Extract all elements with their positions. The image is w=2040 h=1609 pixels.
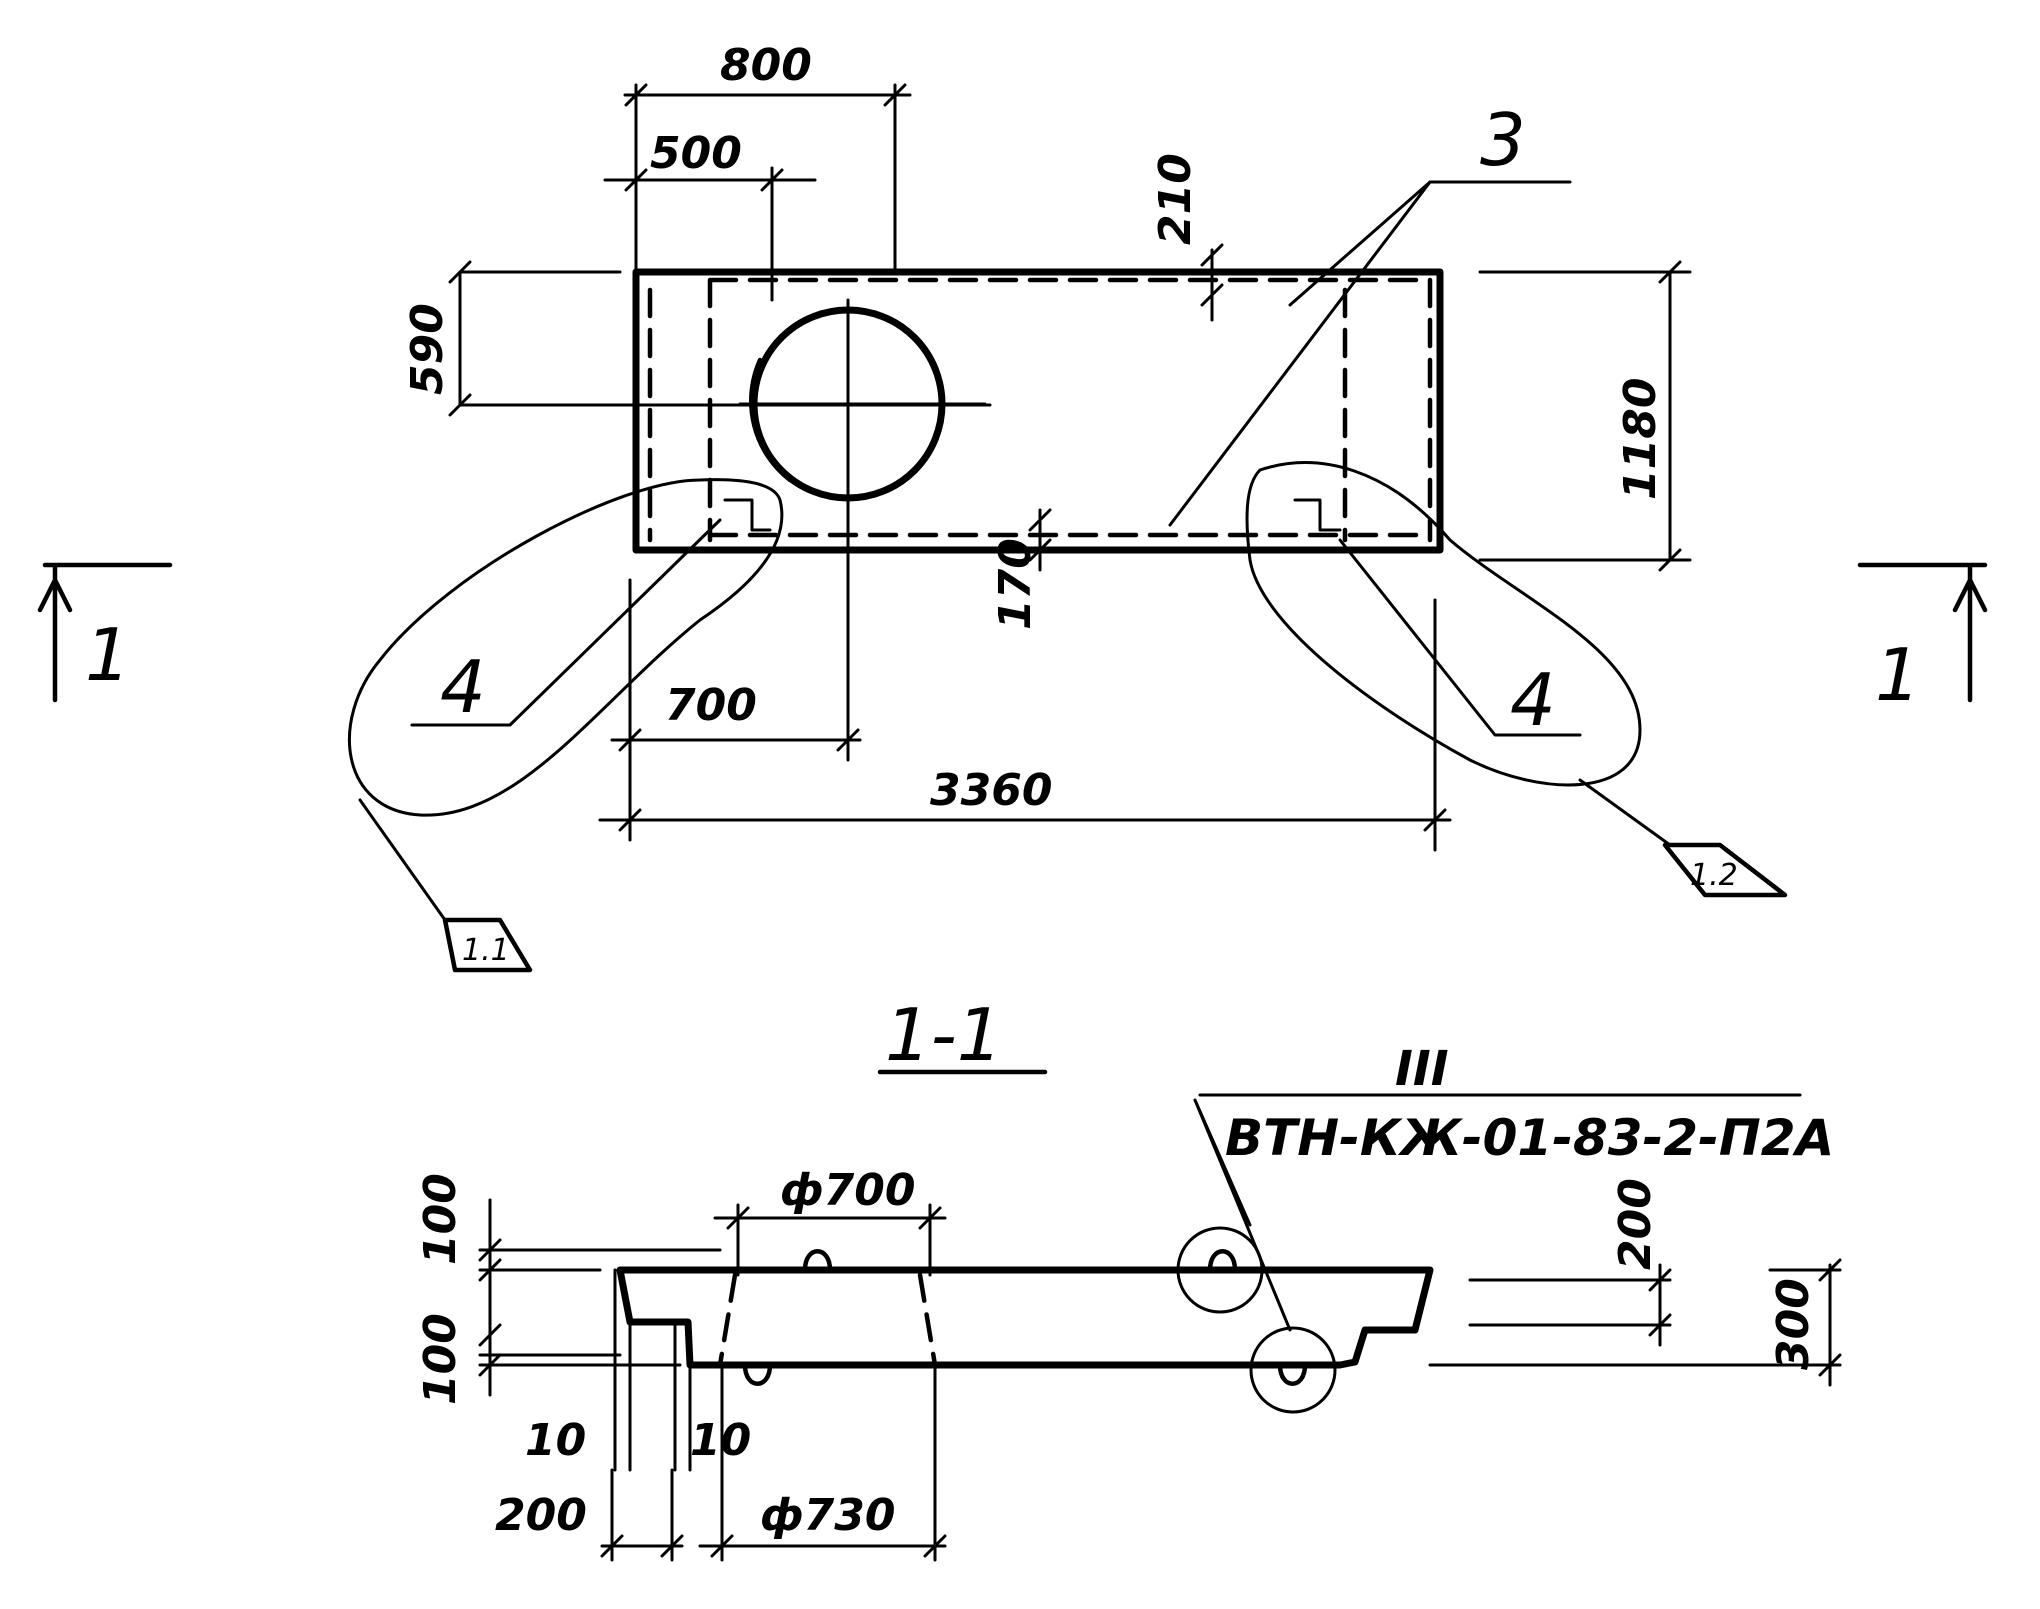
dimension-label-590: 590: [402, 303, 453, 395]
flag-leader-right: [1578, 778, 1672, 847]
section-arrow-left-label: 1: [85, 613, 131, 697]
dimension-label-210: 210: [1150, 153, 1201, 245]
hidden-contour: [647, 277, 1433, 543]
section-title: 1-1: [885, 993, 1003, 1077]
dimension-label-phi700: ф700: [780, 1165, 916, 1216]
dimension-label-200-right: 200: [1610, 1178, 1661, 1270]
dimension-label-170: 170: [990, 538, 1041, 630]
dimension-label-100-top: 100: [415, 1173, 466, 1265]
lifting-loop-1: [802, 1249, 833, 1273]
dimension-label-200-left: 200: [495, 1490, 587, 1541]
dim-line-590: [458, 270, 992, 407]
dimension-label-500: 500: [650, 128, 742, 179]
reference-leader: [1193, 1098, 1292, 1332]
leader-4-right: [1338, 538, 1582, 737]
dimension-label-1180: 1180: [1615, 378, 1666, 500]
dim-line-1180: [1478, 270, 1692, 562]
section-arrow-left-line: [37, 562, 173, 703]
item-marker-3: 3: [1480, 98, 1526, 182]
roman-numeral: III: [1395, 1041, 1449, 1097]
opening-rim: [749, 357, 793, 483]
flag-leader-left: [358, 798, 447, 922]
dim-line-3360: [598, 598, 1452, 852]
leader-3: [1168, 180, 1572, 527]
lifting-loop-3: [742, 1362, 773, 1386]
step-mark-left: [723, 498, 772, 532]
dim-10-lines: [613, 1268, 692, 1472]
dimension-label-10-left: 10: [525, 1415, 586, 1466]
dim-line-700: [610, 578, 862, 842]
detail-circle-upper: [1176, 1226, 1264, 1314]
section-arrow-right-label: 1: [1875, 633, 1921, 717]
lifting-loop-2: [1207, 1249, 1238, 1273]
section-view: 1-1 III ВТН-КЖ-01-83-2-П2А ф700 ф730 100…: [415, 993, 1842, 1562]
section-arrow-right-line: [1857, 562, 1988, 703]
item-marker-4-left: 4: [440, 645, 486, 729]
callout-bubble-right: [1245, 461, 1642, 787]
section-dim-ticks: [478, 1206, 1842, 1558]
opening-hidden-lines: [717, 1272, 938, 1368]
dimension-label-100-bottom: 100: [415, 1313, 466, 1405]
dimension-label-3360: 3360: [930, 765, 1052, 816]
dimension-label-phi730: ф730: [760, 1490, 896, 1541]
detail-flag-right: 1.2: [1690, 858, 1738, 893]
item-marker-4-right: 4: [1510, 658, 1556, 742]
plan-view: 800 500 210 590 1180 170 700 3360 3 4 4 …: [37, 40, 1988, 973]
detail-flag-left-shape: [442, 917, 533, 973]
dim-line-500: [603, 166, 817, 302]
slab-profile: [616, 1266, 1434, 1369]
dimension-label-700: 700: [665, 680, 757, 731]
step-mark-right: [1293, 498, 1342, 532]
detail-flag-right-shape: [1662, 842, 1788, 898]
lifting-loop-4: [1277, 1362, 1308, 1386]
leader-4-left: [410, 518, 722, 727]
reference-code: ВТН-КЖ-01-83-2-П2А: [1225, 1109, 1834, 1167]
dim-ticks: [448, 83, 1682, 832]
detail-circle-lower: [1249, 1326, 1337, 1414]
callout-bubble-left: [348, 478, 784, 817]
dimension-label-300: 300: [1768, 1278, 1819, 1370]
dim-right: [1428, 1263, 1842, 1387]
dimension-label-800: 800: [720, 40, 812, 91]
detail-flag-left: 1.1: [462, 933, 510, 968]
dim-phi730: [698, 1363, 947, 1562]
dim-100-left: [478, 1198, 722, 1397]
dimension-label-10-right: 10: [690, 1415, 751, 1466]
